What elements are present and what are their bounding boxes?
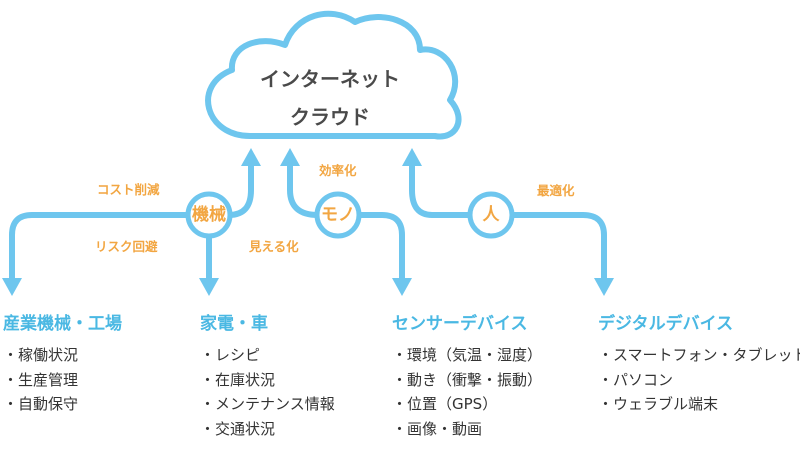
arrowhead-up-mono xyxy=(280,148,300,166)
arrowhead-down-factory xyxy=(2,278,22,296)
cloud-shape xyxy=(205,10,462,140)
arrowhead-down-appliance xyxy=(199,278,219,296)
label-cost-reduction: コスト削減 xyxy=(97,182,160,197)
hito-right-line xyxy=(508,212,607,283)
list-item: ・スマートフォン・タブレット xyxy=(598,346,800,364)
category-title-digital: デジタルデバイス xyxy=(598,314,734,334)
category-title-appliance: 家電・車 xyxy=(200,314,268,334)
cloud-title-line2: クラウド xyxy=(290,105,370,129)
node-hito-label: 人 xyxy=(482,205,500,225)
node-hito-circle xyxy=(467,191,515,239)
machine-left-line xyxy=(9,212,192,283)
list-item: ・ウェラブル端末 xyxy=(598,395,719,413)
list-item: ・メンテナンス情報 xyxy=(200,395,335,413)
node-machine-label: 機械 xyxy=(192,205,226,225)
mono-down-line xyxy=(355,212,405,283)
list-item: ・稼働状況 xyxy=(3,346,79,364)
label-efficiency: 効率化 xyxy=(319,163,357,178)
mono-up-line xyxy=(287,160,321,218)
label-visualization: 見える化 xyxy=(249,239,299,254)
category-title-sensor: センサーデバイス xyxy=(392,314,528,334)
list-item: ・画像・動画 xyxy=(392,419,483,438)
list-item: ・交通状況 xyxy=(200,419,276,438)
list-item: ・動き（衝撃・振動） xyxy=(392,370,543,389)
list-item: ・自動保守 xyxy=(3,395,79,413)
list-item: ・レシピ xyxy=(200,346,261,364)
category-list-factory: ・稼働状況 ・生産管理 ・自動保守 xyxy=(3,343,78,417)
hito-up-line xyxy=(409,160,474,218)
cloud-title-line1: インターネット xyxy=(260,67,400,91)
list-item: ・環境（気温・湿度） xyxy=(392,346,543,364)
node-mono-label: モノ xyxy=(321,205,355,225)
list-item: ・在庫状況 xyxy=(200,370,276,389)
arrowhead-down-sensor xyxy=(392,278,412,296)
node-mono-circle xyxy=(314,191,362,239)
arrowhead-up-hito xyxy=(402,148,422,166)
label-risk-avoidance: リスク回避 xyxy=(95,239,158,254)
machine-up-line xyxy=(226,160,254,218)
label-optimization: 最適化 xyxy=(537,183,575,198)
category-list-appliance: ・レシピ ・在庫状況 ・メンテナンス情報 ・交通状況 xyxy=(200,343,335,441)
arrowhead-down-digital xyxy=(594,278,614,296)
list-item: ・生産管理 xyxy=(3,370,79,389)
list-item: ・位置（GPS） xyxy=(392,395,498,413)
list-item: ・パソコン xyxy=(598,370,674,389)
cloud-label: インターネット クラウド xyxy=(230,60,430,136)
arrowhead-up-machine xyxy=(241,148,261,166)
category-title-factory: 産業機械・工場 xyxy=(3,314,122,334)
category-list-digital: ・スマートフォン・タブレット ・パソコン ・ウェラブル端末 xyxy=(598,343,800,417)
node-machine-circle xyxy=(185,191,233,239)
category-list-sensor: ・環境（気温・湿度） ・動き（衝撃・振動） ・位置（GPS） ・画像・動画 xyxy=(392,343,542,441)
